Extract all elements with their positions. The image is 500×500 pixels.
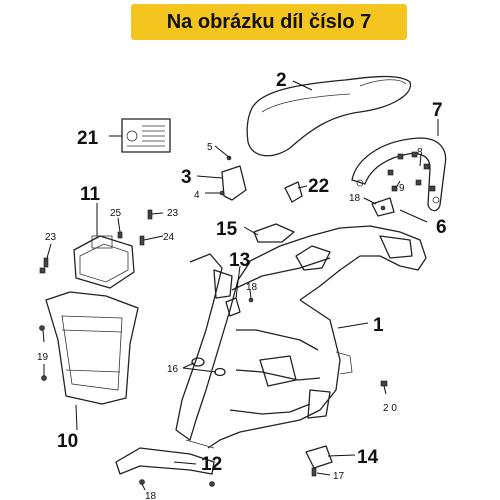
callout-8: 8 xyxy=(417,147,423,158)
callout-15: 15 xyxy=(216,219,238,240)
callout-10: 10 xyxy=(57,431,78,452)
callout-18-middle: 18 xyxy=(246,282,258,293)
bracket-6-part xyxy=(371,197,395,217)
front-frame-bracket-part xyxy=(39,291,139,405)
grab-handle-part xyxy=(351,137,447,212)
callout-7: 7 xyxy=(432,100,443,121)
bracket-13-part xyxy=(225,297,254,317)
battery-box-part xyxy=(73,235,135,289)
callout-11: 11 xyxy=(80,184,101,205)
main-frame-part xyxy=(175,225,427,449)
callout-18-bottom: 18 xyxy=(145,491,157,500)
callout-21: 21 xyxy=(77,128,99,149)
callout-23-right: 23 xyxy=(167,208,179,219)
callout-9: 9 xyxy=(399,183,405,194)
title-banner: Na obrázku díl číslo 7 xyxy=(131,4,407,40)
callout-19: 19 xyxy=(37,352,49,363)
callout-labels: 1 2 3 4 5 6 7 8 9 10 11 12 13 14 15 16 1… xyxy=(37,70,447,500)
callout-20: 2 0 xyxy=(383,403,397,414)
bolt-20-part xyxy=(380,380,388,395)
bolts-set-part xyxy=(387,151,436,192)
callout-14: 14 xyxy=(357,447,379,468)
callout-5: 5 xyxy=(207,142,213,153)
callout-12: 12 xyxy=(201,454,222,475)
bracket-22-part xyxy=(284,181,303,203)
callout-16: 16 xyxy=(167,364,179,375)
callout-18-rear: 18 xyxy=(349,193,361,204)
title-text: Na obrázku díl číslo 7 xyxy=(166,10,372,33)
callout-4: 4 xyxy=(194,190,200,201)
label-sticker-part xyxy=(121,118,171,153)
callout-25: 25 xyxy=(110,208,122,219)
callout-3: 3 xyxy=(181,167,192,188)
leader-lines xyxy=(42,80,439,491)
callout-2: 2 xyxy=(276,70,287,91)
lower-bracket-12-part xyxy=(115,447,215,487)
bracket-14-part xyxy=(305,445,333,477)
callout-13: 13 xyxy=(229,250,250,271)
callout-17: 17 xyxy=(333,471,345,482)
bracket-15-part xyxy=(253,223,295,243)
seat-part xyxy=(246,75,411,157)
callout-1: 1 xyxy=(373,315,384,336)
callout-24: 24 xyxy=(163,232,175,243)
callout-22: 22 xyxy=(308,176,329,197)
grommets-part xyxy=(191,357,226,377)
fasteners-left-part xyxy=(39,209,153,274)
callout-6: 6 xyxy=(436,217,447,238)
seat-hinge-bracket-part xyxy=(219,155,247,201)
callout-23-left: 23 xyxy=(45,232,57,243)
